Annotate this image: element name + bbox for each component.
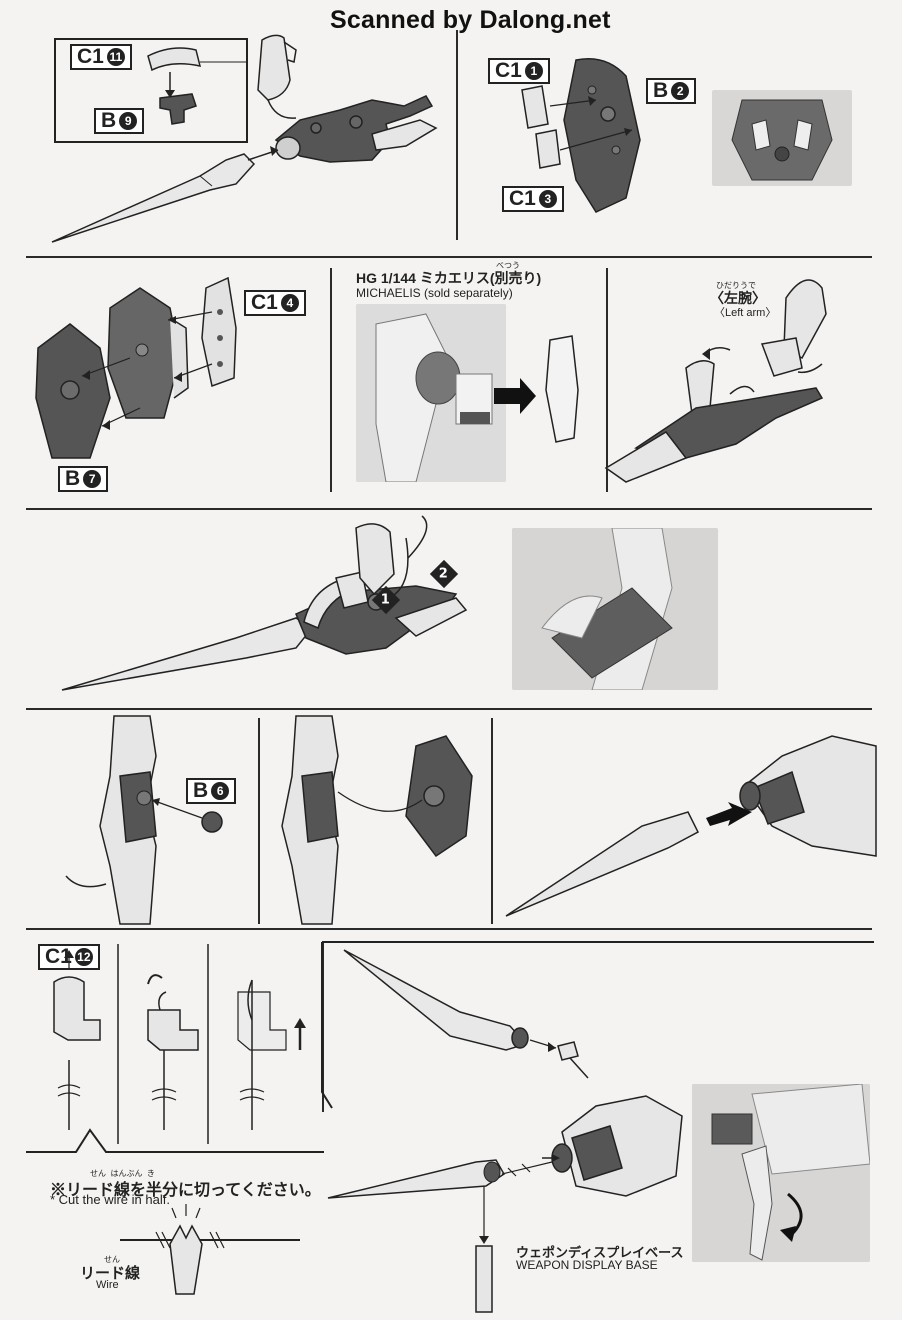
row2-arm-illustration — [604, 279, 827, 483]
row-divider-4 — [26, 928, 872, 930]
display-base-en: WEAPON DISPLAY BASE — [516, 1258, 658, 1272]
step-number: 2 — [439, 565, 449, 581]
step-marker-2: 2 — [429, 559, 459, 588]
left-arm-en: 〈Left arm〉 — [714, 307, 777, 319]
wire-label-ruby: せん — [104, 1255, 120, 1264]
part-label-b6: B 6 — [186, 778, 237, 804]
col-divider-r1 — [456, 30, 458, 240]
cut-note-ruby: せん はんぶん き — [90, 1169, 155, 1178]
row-divider-1 — [26, 256, 872, 258]
cut-note-jp: ※リード線を半分に切ってください。 — [50, 1182, 321, 1199]
part-number: 12 — [74, 948, 93, 966]
row1-left-illustration — [51, 34, 438, 243]
row2-shield-assembly — [35, 276, 237, 459]
part-number: 11 — [106, 48, 125, 66]
weapon-wire-illustration — [343, 949, 589, 1079]
cut-note-callout-frame — [26, 1128, 324, 1153]
wire-label-jp: リード線 — [80, 1265, 141, 1282]
row-divider-3 — [26, 708, 872, 710]
part-number: 1 — [524, 62, 543, 80]
sprue-letter: C1 — [77, 45, 104, 68]
col-divider-r4b — [491, 718, 493, 924]
sprue-letter: B — [653, 79, 669, 102]
row2-arrow-and-part — [494, 335, 579, 443]
part-label-b7: B 7 — [58, 466, 109, 492]
kit-title-en: MICHAELIS (sold separately) — [356, 286, 513, 300]
col-divider-r2b — [606, 268, 608, 492]
reference-photo-display — [692, 1084, 870, 1262]
part-label-c1-1: C1 1 — [488, 58, 550, 84]
col-divider-r2a — [330, 268, 332, 492]
row1-right-illustration — [521, 58, 641, 213]
display-base-jp: ウェポンディスプレイベース — [516, 1245, 684, 1260]
reference-photo-michaelis — [356, 304, 506, 482]
row4-leg-illustration-2 — [281, 715, 473, 925]
part-label-c1-11: C1 11 — [70, 44, 132, 70]
reference-photo-attached — [512, 528, 718, 690]
part-label-b2: B 2 — [646, 78, 697, 104]
sprue-letter: C1 — [251, 291, 278, 314]
watermark: Scanned by Dalong.net — [330, 6, 611, 34]
part-number: 6 — [211, 782, 230, 800]
sprue-letter: B — [101, 109, 117, 132]
part-number: 4 — [280, 294, 299, 312]
col-divider-r4a — [258, 718, 260, 924]
kit-title-ruby: べつう — [496, 261, 520, 270]
row4-blade-illustration — [505, 735, 877, 917]
row-divider-2 — [26, 508, 872, 510]
sprue-letter: B — [65, 467, 81, 490]
sprue-letter: C1 — [45, 945, 72, 968]
step-number: 1 — [381, 591, 391, 607]
left-arm-ruby: ひだりうで — [716, 281, 756, 290]
sprue-letter: C1 — [495, 59, 522, 82]
cut-note-en: * Cut the wire in half. — [50, 1192, 170, 1207]
display-assembly-illustration — [327, 1095, 683, 1313]
step-marker-1: 1 — [371, 585, 401, 614]
wire-cutting-illustration — [120, 1204, 300, 1295]
part-label-c1-4: C1 4 — [244, 290, 306, 316]
row3-assembly-illustration — [61, 515, 468, 691]
wire-steps-illustration — [53, 944, 306, 1144]
part-label-c1-3: C1 3 — [502, 186, 564, 212]
part-number: 2 — [671, 82, 690, 100]
sprue-letter: C1 — [509, 187, 536, 210]
row4-leg-illustration-1 — [65, 715, 223, 925]
kit-title: HG 1/144 ミカエリス(別売り) — [356, 270, 542, 286]
subassembly-box — [54, 38, 248, 143]
wire-label-en: Wire — [96, 1279, 119, 1291]
reference-photo-shield-back — [712, 90, 852, 186]
sprue-letter: B — [193, 779, 209, 802]
part-number: 3 — [538, 190, 557, 208]
part-number: 7 — [83, 470, 102, 488]
left-arm-jp: 〈左腕〉 — [710, 290, 766, 306]
part-label-b9: B 9 — [94, 108, 145, 134]
row5-callout-frame — [321, 941, 874, 1109]
part-number: 9 — [119, 112, 138, 130]
